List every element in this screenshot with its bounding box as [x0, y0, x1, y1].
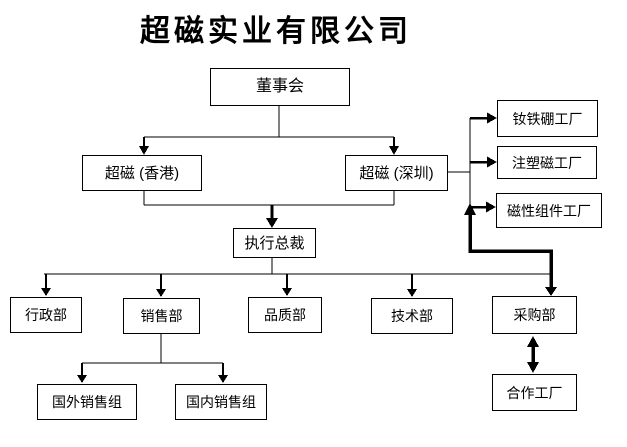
page-title: 超磁实业有限公司 [140, 14, 412, 49]
org-node-purchasing-dept: 采购部 [492, 296, 577, 334]
org-node-quality-dept: 品质部 [248, 297, 322, 333]
org-node-injection-magnet-factory: 注塑磁工厂 [497, 146, 597, 179]
org-node-hongkong: 超磁 (香港) [82, 155, 202, 191]
org-node-ceo: 执行总裁 [233, 228, 316, 258]
org-node-ndfeb-factory: 钕铁硼工厂 [497, 100, 598, 137]
org-node-overseas-sales-group: 国外销售组 [37, 384, 137, 420]
org-node-magnetic-components-factory: 磁性组件工厂 [496, 193, 602, 228]
org-node-sales-dept: 销售部 [123, 298, 200, 334]
org-node-admin-dept: 行政部 [10, 297, 82, 333]
org-node-domestic-sales-group: 国内销售组 [175, 384, 267, 420]
org-node-shenzhen: 超磁 (深圳) [345, 155, 448, 191]
org-node-tech-dept: 技术部 [371, 298, 453, 334]
org-node-partner-factory: 合作工厂 [492, 374, 577, 411]
org-node-board: 董事会 [210, 68, 350, 106]
